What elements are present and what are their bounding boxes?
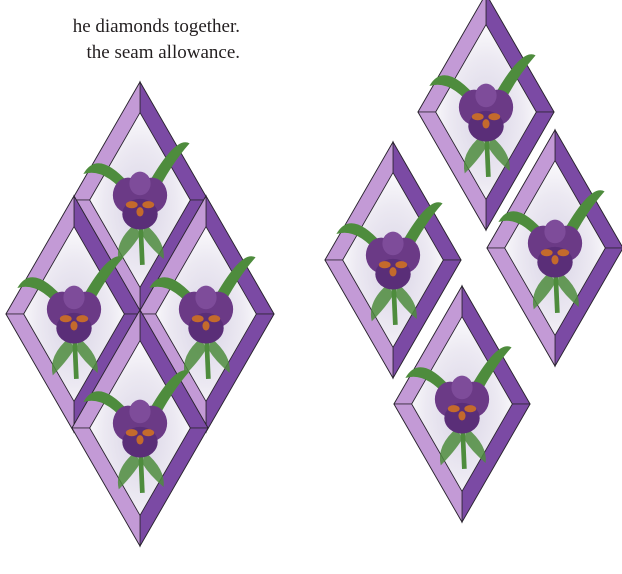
center-mark-bottom	[136, 207, 143, 216]
center-mark-right	[557, 249, 569, 256]
petal-top	[195, 286, 216, 310]
center-mark-bottom	[136, 435, 143, 444]
center-mark-right	[208, 315, 220, 322]
center-mark-right	[142, 429, 154, 436]
separated-diamonds-group	[325, 0, 622, 522]
center-mark-left	[126, 429, 138, 436]
center-mark-bottom	[458, 411, 465, 420]
center-mark-bottom	[389, 267, 396, 276]
center-mark-right	[142, 201, 154, 208]
center-mark-right	[488, 113, 500, 120]
center-mark-left	[60, 315, 72, 322]
center-mark-left	[192, 315, 204, 322]
center-mark-bottom	[551, 255, 558, 264]
petal-top	[475, 84, 496, 108]
center-mark-left	[126, 201, 138, 208]
sewn-diamonds-group	[6, 82, 274, 546]
petal-top	[382, 232, 403, 256]
center-mark-bottom	[70, 321, 77, 330]
petal-top	[129, 172, 150, 196]
center-mark-right	[395, 261, 407, 268]
center-mark-left	[379, 261, 391, 268]
center-mark-left	[541, 249, 553, 256]
petal-top	[451, 376, 472, 400]
center-mark-bottom	[482, 119, 489, 128]
petal-top	[544, 220, 565, 244]
center-mark-right	[464, 405, 476, 412]
petal-top	[129, 400, 150, 424]
center-mark-left	[472, 113, 484, 120]
center-mark-left	[448, 405, 460, 412]
petal-top	[63, 286, 84, 310]
center-mark-bottom	[202, 321, 209, 330]
center-mark-right	[76, 315, 88, 322]
